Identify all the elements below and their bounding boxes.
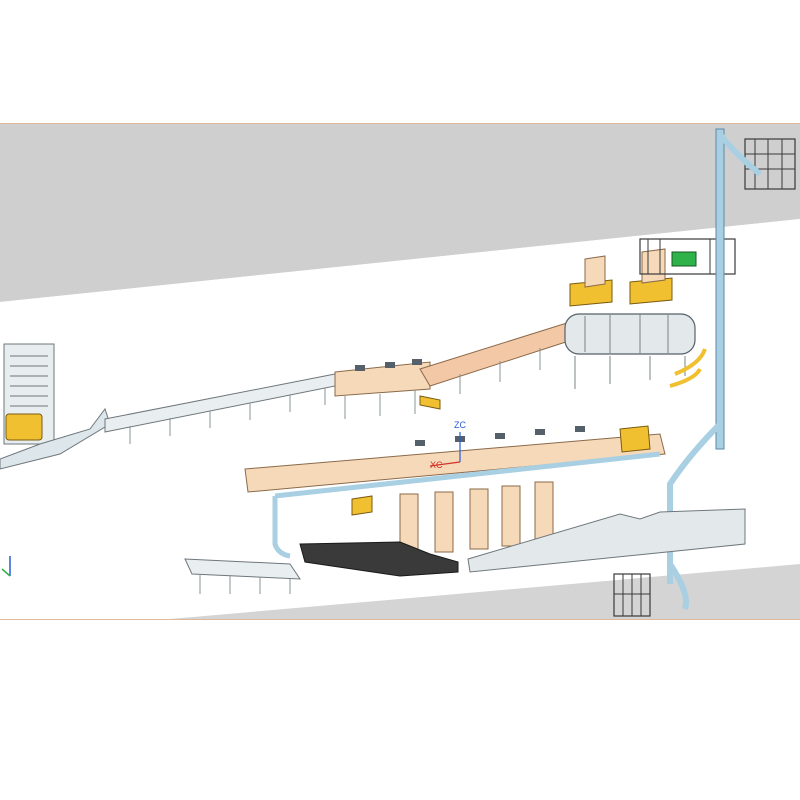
horizontal-duct[interactable]	[272, 451, 661, 559]
bottom-right-cage-unit[interactable]	[613, 573, 651, 617]
back-wall-plane	[0, 124, 800, 302]
view-triad	[1, 556, 11, 577]
plant-model-render[interactable]: XC ZC	[0, 124, 800, 619]
spiral-chute[interactable]	[669, 348, 707, 388]
xc-axis-label: XC	[430, 460, 443, 470]
rotary-drum[interactable]	[564, 313, 696, 389]
return-conveyor[interactable]	[467, 508, 746, 573]
sorting-bays[interactable]	[399, 481, 554, 555]
air-duct-pipe[interactable]	[667, 128, 762, 610]
transfer-platform[interactable]	[334, 359, 441, 419]
zc-axis-label: ZC	[454, 420, 466, 430]
infeed-hopper[interactable]	[0, 343, 111, 470]
cad-3d-viewport[interactable]: XC ZC	[0, 123, 800, 620]
front-floor-edge	[170, 564, 800, 619]
upper-control-platform[interactable]	[639, 238, 736, 275]
discharge-conveyor[interactable]	[184, 558, 301, 594]
wcs-origin-marker: XC ZC	[429, 420, 466, 470]
dark-collector-chute[interactable]	[299, 541, 459, 577]
